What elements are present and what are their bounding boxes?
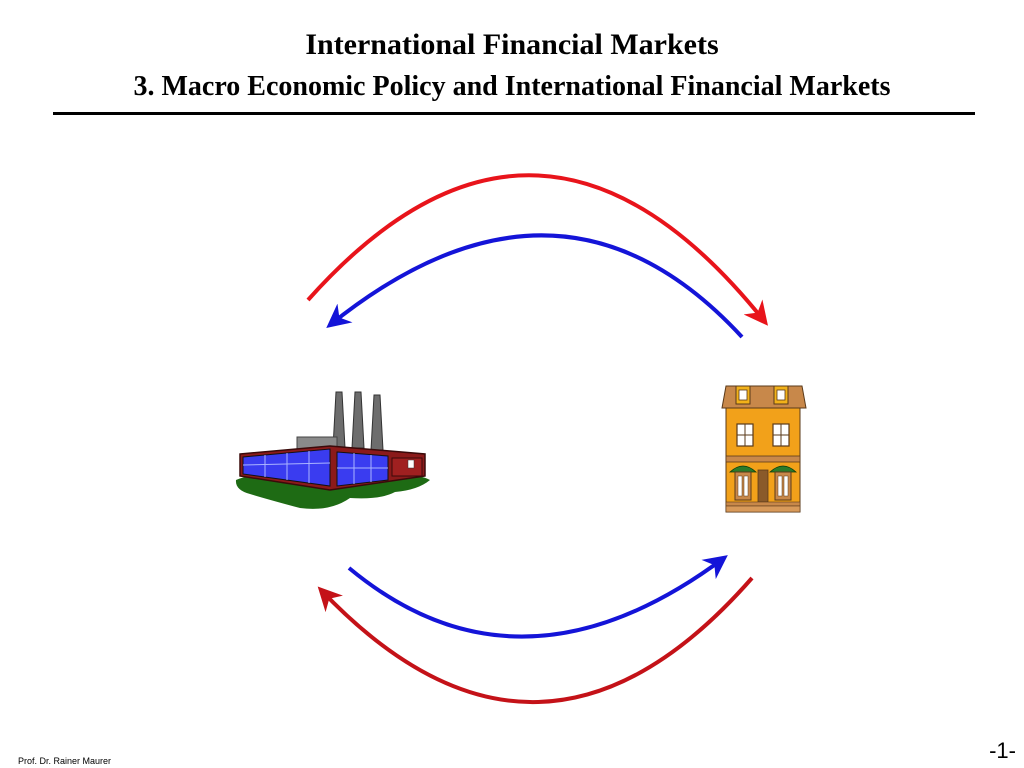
footer-author: Prof. Dr. Rainer Maurer xyxy=(18,756,112,766)
factory-icon xyxy=(235,391,430,509)
bottom-outer-arrow xyxy=(317,576,754,704)
top-inner-arrow xyxy=(326,233,744,339)
top-outer-arrow xyxy=(306,173,768,326)
page-number: -1- xyxy=(989,738,1016,763)
slide-title: International Financial Markets xyxy=(305,28,719,61)
house-icon xyxy=(721,385,807,513)
slide-subtitle: 3. Macro Economic Policy and Internation… xyxy=(133,71,891,102)
title-underline xyxy=(53,112,975,115)
bottom-inner-arrow xyxy=(347,555,728,639)
